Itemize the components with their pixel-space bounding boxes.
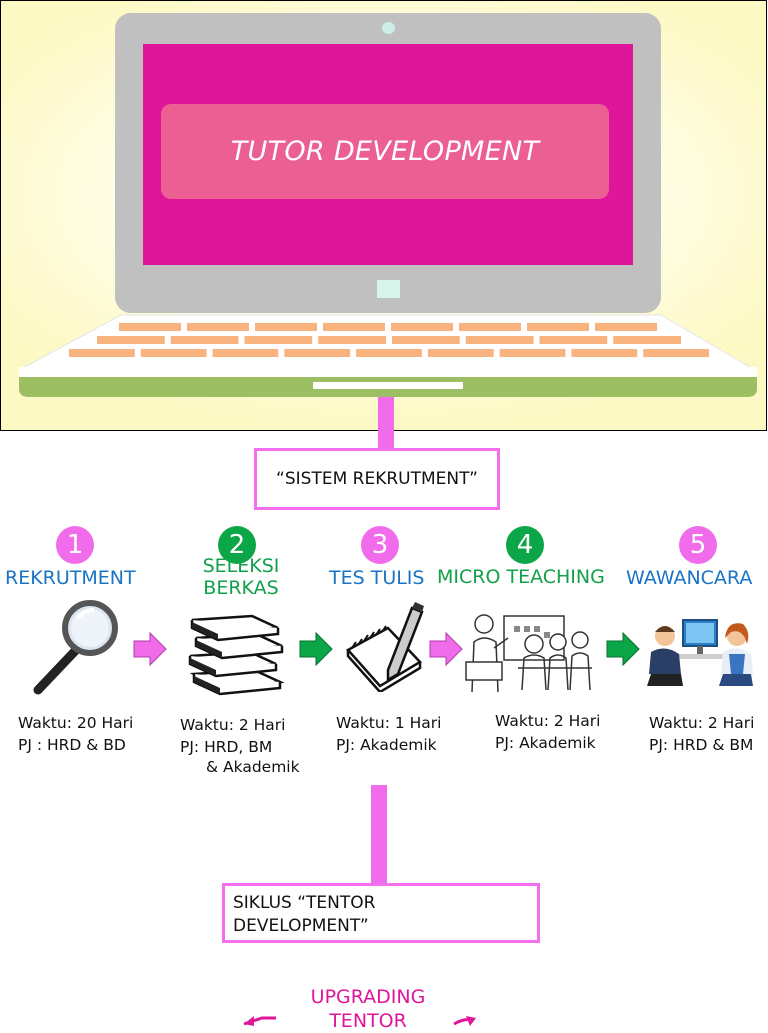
interview-icon (647, 619, 753, 686)
step-number-5: 5 (679, 526, 717, 564)
step-5-waktu: Waktu: 2 Hari (649, 714, 755, 732)
keyboard-key (187, 323, 249, 331)
keyboard-key (356, 349, 422, 357)
step-1-pj: PJ : HRD & BD (18, 736, 126, 754)
system-rekrutment-label: “SISTEM REKRUTMENT” (276, 469, 478, 489)
keyboard-key (613, 336, 681, 344)
magnifier-icon (33, 600, 118, 695)
connector-line (378, 397, 394, 449)
keyboard-key (499, 349, 566, 357)
laptop-keyboard (19, 314, 757, 397)
step-title-tes-tulis: TES TULIS (329, 567, 425, 589)
keyboard-key (527, 323, 589, 331)
step-4-waktu: Waktu: 2 Hari (495, 712, 601, 730)
keyboard-key (69, 349, 135, 357)
arrow-right-icon (133, 631, 167, 667)
keyboard-key (323, 323, 385, 331)
camera-icon (382, 22, 395, 34)
step-2-pj: PJ: HRD, BM (180, 738, 273, 756)
keyboard-key (284, 349, 351, 357)
step-title-micro-teaching: MICRO TEACHING (437, 566, 605, 588)
siklus-tentor-box: SIKLUS “TENTOR DEVELOPMENT” (222, 883, 540, 943)
step-1-waktu: Waktu: 20 Hari (18, 714, 134, 732)
keyboard-key (459, 323, 521, 331)
keyboard-key (595, 323, 657, 331)
arrow-right-icon (429, 631, 463, 667)
upgrading-line-1: UPGRADING (310, 986, 426, 1008)
step-number-3: 3 (361, 526, 399, 564)
siklus-line-2: DEVELOPMENT” (233, 916, 369, 936)
step-number-4: 4 (506, 526, 544, 564)
step-title-seleksi-berkas: SELEKSI BERKAS (196, 555, 286, 599)
step-5-pj: PJ: HRD & BM (649, 736, 754, 754)
keyboard-key (643, 349, 709, 357)
siklus-line-1: SIKLUS “TENTOR (233, 893, 376, 913)
connector-line (371, 785, 387, 887)
keyboard-key (255, 323, 317, 331)
step-3-waktu: Waktu: 1 Hari (336, 714, 442, 732)
keyboard-key (140, 349, 207, 357)
keyboard-key (212, 349, 279, 357)
step-title-line: SELEKSI (202, 555, 280, 577)
step-3-pj: PJ: Akademik (336, 736, 437, 754)
keyboard-key (97, 336, 165, 344)
step-number-1: 1 (56, 526, 94, 564)
keyboard-key (119, 323, 181, 331)
keyboard-key (392, 336, 460, 344)
keyboard-key (170, 336, 239, 344)
step-2-pj-extra: & Akademik (206, 758, 300, 776)
step-4-pj: PJ: Akademik (495, 734, 596, 752)
laptop-banner: TUTOR DEVELOPMENT (0, 0, 767, 431)
home-button-icon (377, 280, 400, 298)
system-rekrutment-box: “SISTEM REKRUTMENT” (254, 448, 500, 510)
keyboard-key (465, 336, 534, 344)
notepad-pencil-icon (346, 602, 424, 692)
step-title-wawancara: WAWANCARA (626, 567, 753, 589)
books-icon (188, 614, 285, 696)
arrow-right-icon (606, 631, 640, 667)
keyboard-key (244, 336, 313, 344)
keyboard-key (427, 349, 494, 357)
upgrading-line-2: TENTOR (329, 1010, 407, 1032)
keyboard-key (571, 349, 638, 357)
arrow-right-icon (299, 631, 333, 667)
step-title-rekrutment: REKRUTMENT (5, 567, 136, 589)
step-2-waktu: Waktu: 2 Hari (180, 716, 286, 734)
step-number-2: 2 (218, 526, 256, 564)
banner-title: TUTOR DEVELOPMENT (161, 104, 609, 199)
cycle-arrow-right-icon (453, 1016, 476, 1026)
keyboard-key (318, 336, 386, 344)
keyboard-key (539, 336, 608, 344)
upgrading-tentor-label: UPGRADING TENTOR (300, 985, 436, 1033)
step-title-line: BERKAS (203, 577, 279, 599)
keyboard-key (391, 323, 453, 331)
classroom-icon (465, 614, 592, 693)
